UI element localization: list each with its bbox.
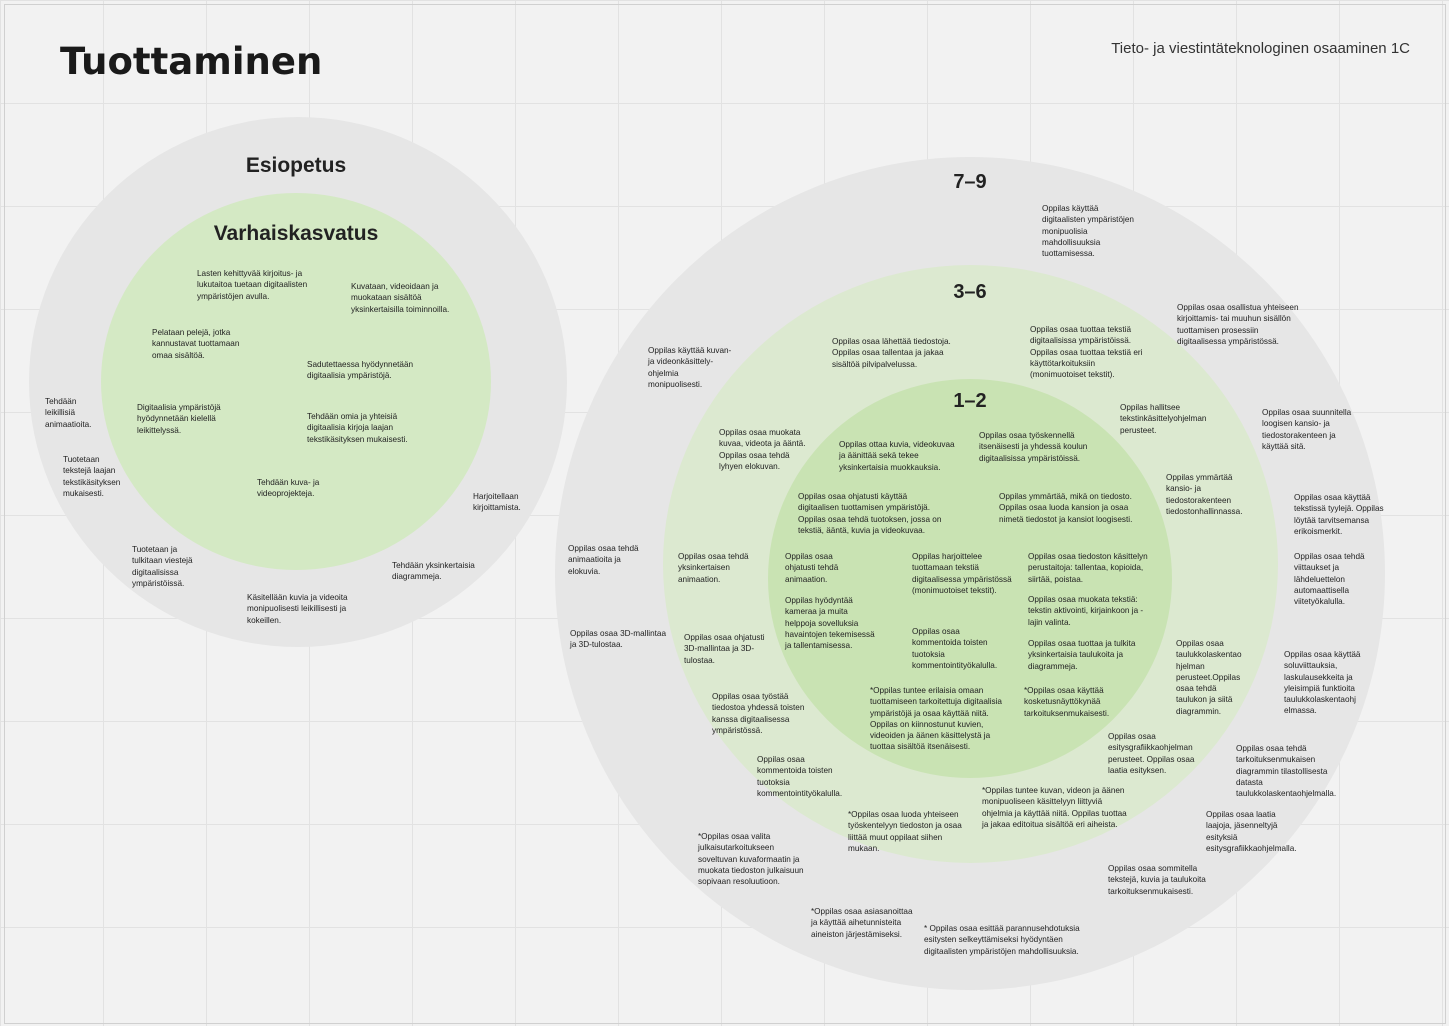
varhaiskasvatus-item: Sadutettaessa hyödynnetään digitaalisia … [307, 360, 414, 381]
grade-7-9-item: Oppilas osaa osallistua yhteiseen kirjoi… [1177, 303, 1299, 346]
grade-7-9-item: Oppilas osaa tehdä tarkoituksenmukaisen … [1236, 744, 1337, 799]
grade-3-6-item: *Oppilas osaa luoda yhteiseen työskentel… [848, 810, 962, 853]
grade-7-9-item: Oppilas osaa käyttää soluviittauksia, la… [1284, 650, 1361, 716]
grade-1-2-item: Oppilas osaa muokata tekstiä: tekstin ak… [1028, 595, 1144, 627]
grade-1-2-item: *Oppilas osaa käyttää kosketusnäyttökynä… [1024, 686, 1110, 718]
varhaiskasvatus-circle [101, 193, 491, 570]
grade-3-6-item: *Oppilas tuntee kuvan, videon ja äänen m… [982, 786, 1127, 829]
grade-1-2-item: Oppilas ymmärtää, mikä on tiedosto. Oppi… [999, 492, 1133, 524]
grade-7-9-item: Oppilas osaa tehdä viittaukset ja lähdel… [1294, 552, 1365, 607]
esiopetus-item: Tehdään yksinkertaisia diagrammeja. [392, 561, 475, 582]
esiopetus-title: Esiopetus [245, 154, 347, 177]
grade-3-6-item: Oppilas osaa työstää tiedostoa yhdessä t… [712, 692, 805, 735]
grade-7-9-item: Oppilas osaa tehdä animaatioita ja eloku… [568, 544, 639, 576]
grade-7-9-item: Oppilas osaa 3D-mallintaa ja 3D-tulostaa… [570, 629, 667, 650]
varhaiskasvatus-item: Lasten kehittyvää kirjoitus- ja lukutait… [197, 269, 308, 301]
grade-1-2-item: Oppilas ottaa kuvia, videokuvaa ja äänit… [839, 440, 955, 472]
grade-3-6-item: Oppilas osaa kommentoida toisten tuotoks… [757, 755, 843, 798]
grade-3-6-item: Oppilas osaa ohjatusti 3D-mallintaa ja 3… [684, 633, 765, 665]
canvas-frame [4, 4, 1446, 1024]
page-title: Tuottaminen [60, 40, 323, 83]
varhaiskasvatus-item: Tehdään kuva- ja videoprojekteja. [257, 478, 320, 499]
page-subtitle: Tieto- ja viestintäteknologinen osaamine… [1111, 40, 1410, 57]
grade-1-2-item: Oppilas hyödyntää kameraa ja muita helpp… [785, 596, 875, 651]
grade-3-6-title: 3–6 [953, 281, 987, 303]
grade-3-6-item: Oppilas osaa esitysgrafiikkaohjelman per… [1108, 732, 1195, 775]
esiopetus-item: Tuotetaan ja tulkitaan viestejä digitaal… [132, 545, 193, 588]
grade-3-6-item: Oppilas osaa tehdä yksinkertaisen animaa… [678, 552, 749, 584]
grade-1-2-item: Oppilas osaa kommentoida toisten tuotoks… [912, 627, 998, 670]
esiopetus-item: Käsitellään kuvia ja videoita monipuolis… [247, 593, 348, 625]
grade-1-2-item: *Oppilas tuntee erilaisia omaan tuottami… [870, 686, 1002, 752]
varhaiskasvatus-item: Digitaalisia ympäristöjä hyödynnetään ki… [137, 403, 221, 435]
varhaiskasvatus-item: Tehdään omia ja yhteisiä digitaalisia ki… [307, 412, 408, 444]
grade-3-6-item: Oppilas osaa taulukkolaskentao hjelman p… [1176, 639, 1242, 716]
grade-1-2-item: Oppilas osaa ohjatusti tehdä animaation. [785, 552, 839, 584]
grade-1-2-item: Oppilas osaa tiedoston käsittelyn perust… [1028, 552, 1148, 584]
grade-7-9-item: Oppilas osaa sommitella tekstejä, kuvia … [1108, 864, 1206, 896]
grade-1-2-item: Oppilas harjoittelee tuottamaan tekstiä … [912, 552, 1012, 595]
grade-1-2-circle [768, 379, 1172, 778]
grade-7-9-item: Oppilas käyttää digitaalisten ympäristöj… [1042, 204, 1134, 259]
grade-7-9-item: *Oppilas osaa valita julkaisutarkoitukse… [698, 832, 804, 887]
varhaiskasvatus-item: Pelataan pelejä, jotka kannustavat tuott… [152, 328, 240, 360]
varhaiskasvatus-item: Kuvataan, videoidaan ja muokataan sisält… [351, 282, 450, 314]
grade-7-9-item: * Oppilas osaa esittää parannusehdotuksi… [924, 924, 1080, 956]
grade-7-9-item: Oppilas käyttää kuvan- ja videonkäsittel… [648, 346, 732, 389]
grade-1-2-item: Oppilas osaa tuottaa ja tulkita yksinker… [1028, 639, 1136, 671]
grade-7-9-item: Oppilas osaa käyttää tekstissä tyylejä. … [1294, 493, 1384, 536]
varhaiskasvatus-title: Varhaiskasvatus [213, 222, 379, 245]
grade-3-6-item: Oppilas osaa tuottaa tekstiä digitaalisi… [1030, 325, 1143, 380]
grade-3-6-item: Oppilas osaa muokata kuvaa, videota ja ä… [719, 428, 806, 471]
grade-7-9-title: 7–9 [953, 171, 987, 193]
grade-3-6-item: Oppilas ymmärtää kansio- ja tiedostorake… [1166, 473, 1243, 516]
esiopetus-item: Tehdään leikillisiä animaatioita. [45, 397, 92, 429]
esiopetus-item: Tuotetaan tekstejä laajan tekstikäsityks… [63, 455, 121, 498]
grade-7-9-item: *Oppilas osaa asiasanoittaa ja käyttää a… [811, 907, 913, 939]
esiopetus-item: Harjoitellaan kirjoittamista. [473, 492, 521, 513]
grade-3-6-item: Oppilas osaa lähettää tiedostoja. Oppila… [832, 337, 951, 369]
grade-1-2-item: Oppilas osaa työskennellä itsenäisesti j… [979, 431, 1088, 463]
grade-1-2-item: Oppilas osaa ohjatusti käyttää digitaali… [798, 492, 942, 535]
grade-7-9-item: Oppilas osaa suunnitella loogisen kansio… [1262, 408, 1352, 451]
grade-3-6-item: Oppilas hallitsee tekstinkäsittelyohjelm… [1120, 403, 1207, 435]
grade-1-2-title: 1–2 [953, 390, 987, 412]
grade-7-9-item: Oppilas osaa laatia laajoja, jäsenneltyj… [1206, 810, 1297, 853]
